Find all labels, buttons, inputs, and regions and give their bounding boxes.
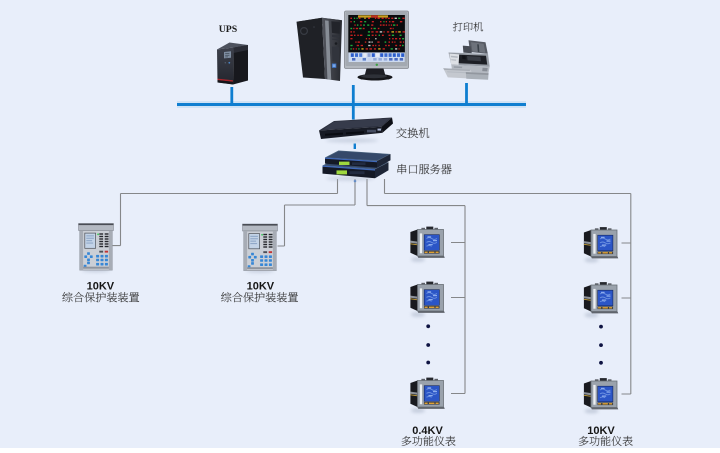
svg-text:0.4KV: 0.4KV <box>412 425 443 437</box>
svg-text:UPS: UPS <box>219 24 238 35</box>
svg-text:10KV: 10KV <box>87 280 115 292</box>
svg-text:10KV: 10KV <box>247 280 275 292</box>
svg-text:10KV: 10KV <box>587 425 615 437</box>
